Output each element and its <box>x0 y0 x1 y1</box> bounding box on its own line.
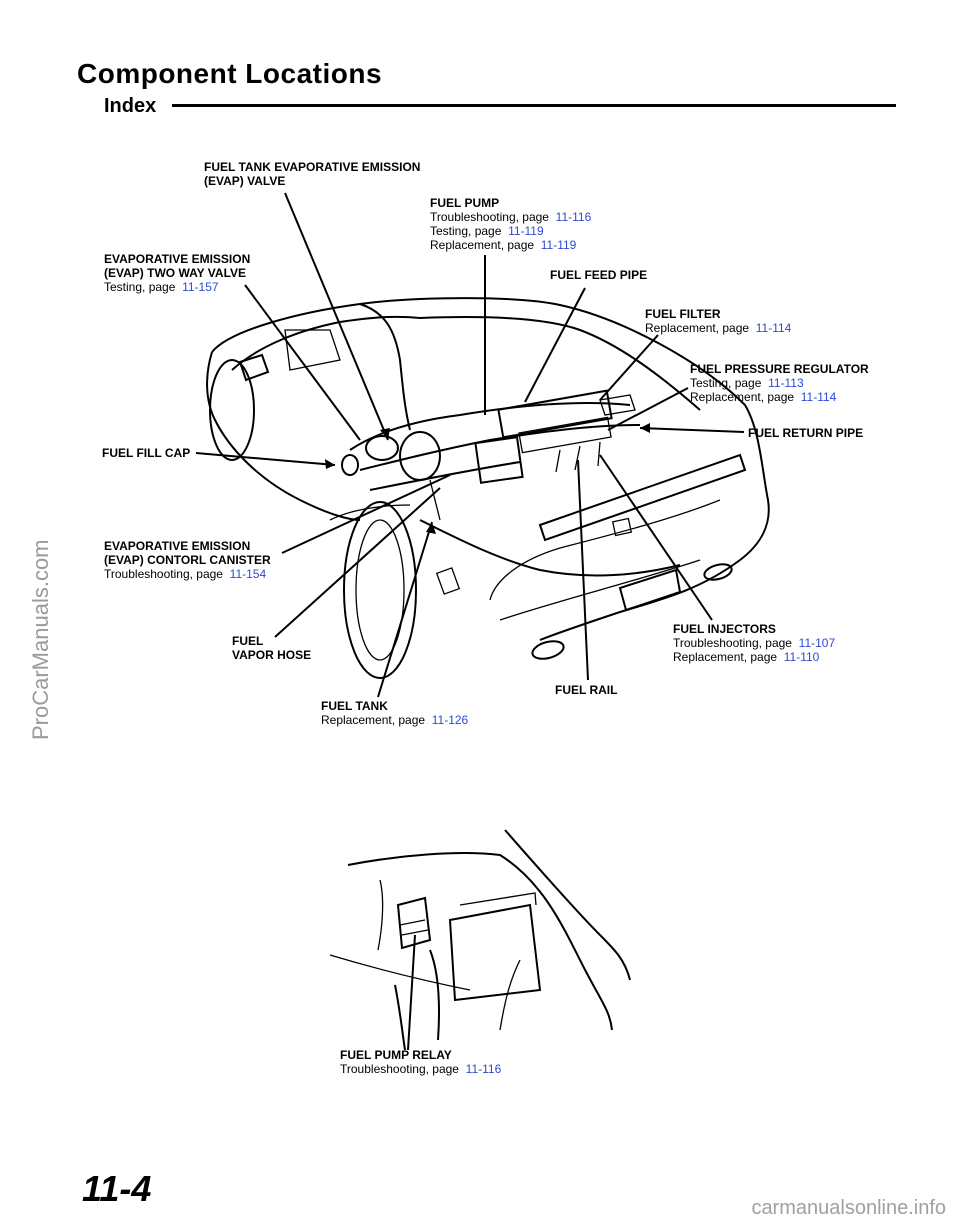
leader-lines <box>195 192 745 698</box>
page-link[interactable]: 11-114 <box>800 390 837 404</box>
label-fuel-return-pipe: FUEL RETURN PIPE <box>748 426 864 440</box>
label-canister: EVAPORATIVE EMISSION (EVAP) CONTORL CANI… <box>104 539 271 581</box>
page-link[interactable]: 11-110 <box>783 650 820 664</box>
label-evap-valve: FUEL TANK EVAPORATIVE EMISSION (EVAP) VA… <box>204 160 421 188</box>
watermark-left: ProCarManuals.com <box>28 539 53 740</box>
label-fuel-tank: FUEL TANK Replacement, page 11-126 <box>321 699 469 727</box>
label-fuel-pump: FUEL PUMP Troubleshooting, page 11-116 T… <box>430 196 592 252</box>
label-fuel-fill-cap: FUEL FILL CAP <box>102 446 191 460</box>
page-link[interactable]: 11-107 <box>798 636 836 650</box>
page-title: Component Locations <box>77 58 383 89</box>
label-fuel-filter: FUEL FILTER Replacement, page 11-114 <box>645 307 792 335</box>
label-fuel-injectors: FUEL INJECTORS Troubleshooting, page 11-… <box>673 622 836 664</box>
page-link[interactable]: 11-126 <box>431 713 469 727</box>
page-link[interactable]: 11-116 <box>555 210 592 224</box>
page-link[interactable]: 11-119 <box>508 224 544 238</box>
label-pressure-regulator: FUEL PRESSURE REGULATOR Testing, page 11… <box>690 362 869 404</box>
label-vapor-hose: FUEL VAPOR HOSE <box>232 634 312 662</box>
watermark-bottom: carmanualsonline.info <box>751 1197 946 1219</box>
section-subtitle: Index <box>104 95 157 117</box>
label-fuel-pump-relay: FUEL PUMP RELAY Troubleshooting, page 11… <box>340 1048 502 1076</box>
page-link[interactable]: 11-113 <box>768 376 804 390</box>
page-link[interactable]: 11-157 <box>182 280 219 294</box>
interior-inset <box>329 829 631 1051</box>
page-number: 11-4 <box>82 1168 152 1209</box>
label-fuel-feed-pipe: FUEL FEED PIPE <box>550 268 648 282</box>
page-link[interactable]: 11-154 <box>229 567 267 581</box>
page-link[interactable]: 11-114 <box>755 321 792 335</box>
label-two-way-valve: EVAPORATIVE EMISSION (EVAP) TWO WAY VALV… <box>104 252 251 294</box>
header-rule <box>172 104 896 107</box>
car-body-outline <box>206 297 770 679</box>
label-fuel-rail: FUEL RAIL <box>555 683 618 697</box>
page-link[interactable]: 11-116 <box>465 1062 502 1076</box>
page-link[interactable]: 11-119 <box>540 238 577 252</box>
